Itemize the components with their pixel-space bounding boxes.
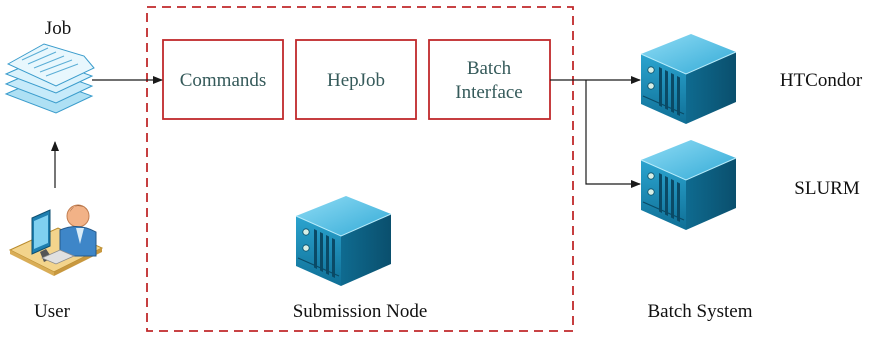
hepjob-box bbox=[295, 39, 417, 120]
slurm-server-icon bbox=[640, 139, 737, 231]
arrow-to-slurm bbox=[585, 80, 641, 188]
htcondor-server-icon bbox=[640, 33, 737, 125]
slurm-label: SLURM bbox=[794, 178, 860, 199]
user-at-computer-icon bbox=[8, 204, 104, 276]
document-stack-icon bbox=[4, 43, 95, 114]
commands-box bbox=[162, 39, 284, 120]
user-label: User bbox=[34, 301, 71, 322]
hepjob-label: HepJob bbox=[327, 70, 385, 91]
commands-label: Commands bbox=[180, 70, 267, 91]
job-label: Job bbox=[45, 18, 71, 39]
batch-interface-box bbox=[428, 39, 551, 120]
submission-node-frame bbox=[146, 6, 574, 332]
htcondor-label: HTCondor bbox=[780, 70, 863, 91]
batch-interface-label-line2: Interface bbox=[455, 82, 523, 103]
submission-node-label: Submission Node bbox=[293, 301, 428, 322]
batch-interface-label-line1: Batch bbox=[467, 58, 512, 79]
batch-system-label: Batch System bbox=[647, 301, 752, 322]
submission-node-server-icon bbox=[295, 195, 392, 287]
